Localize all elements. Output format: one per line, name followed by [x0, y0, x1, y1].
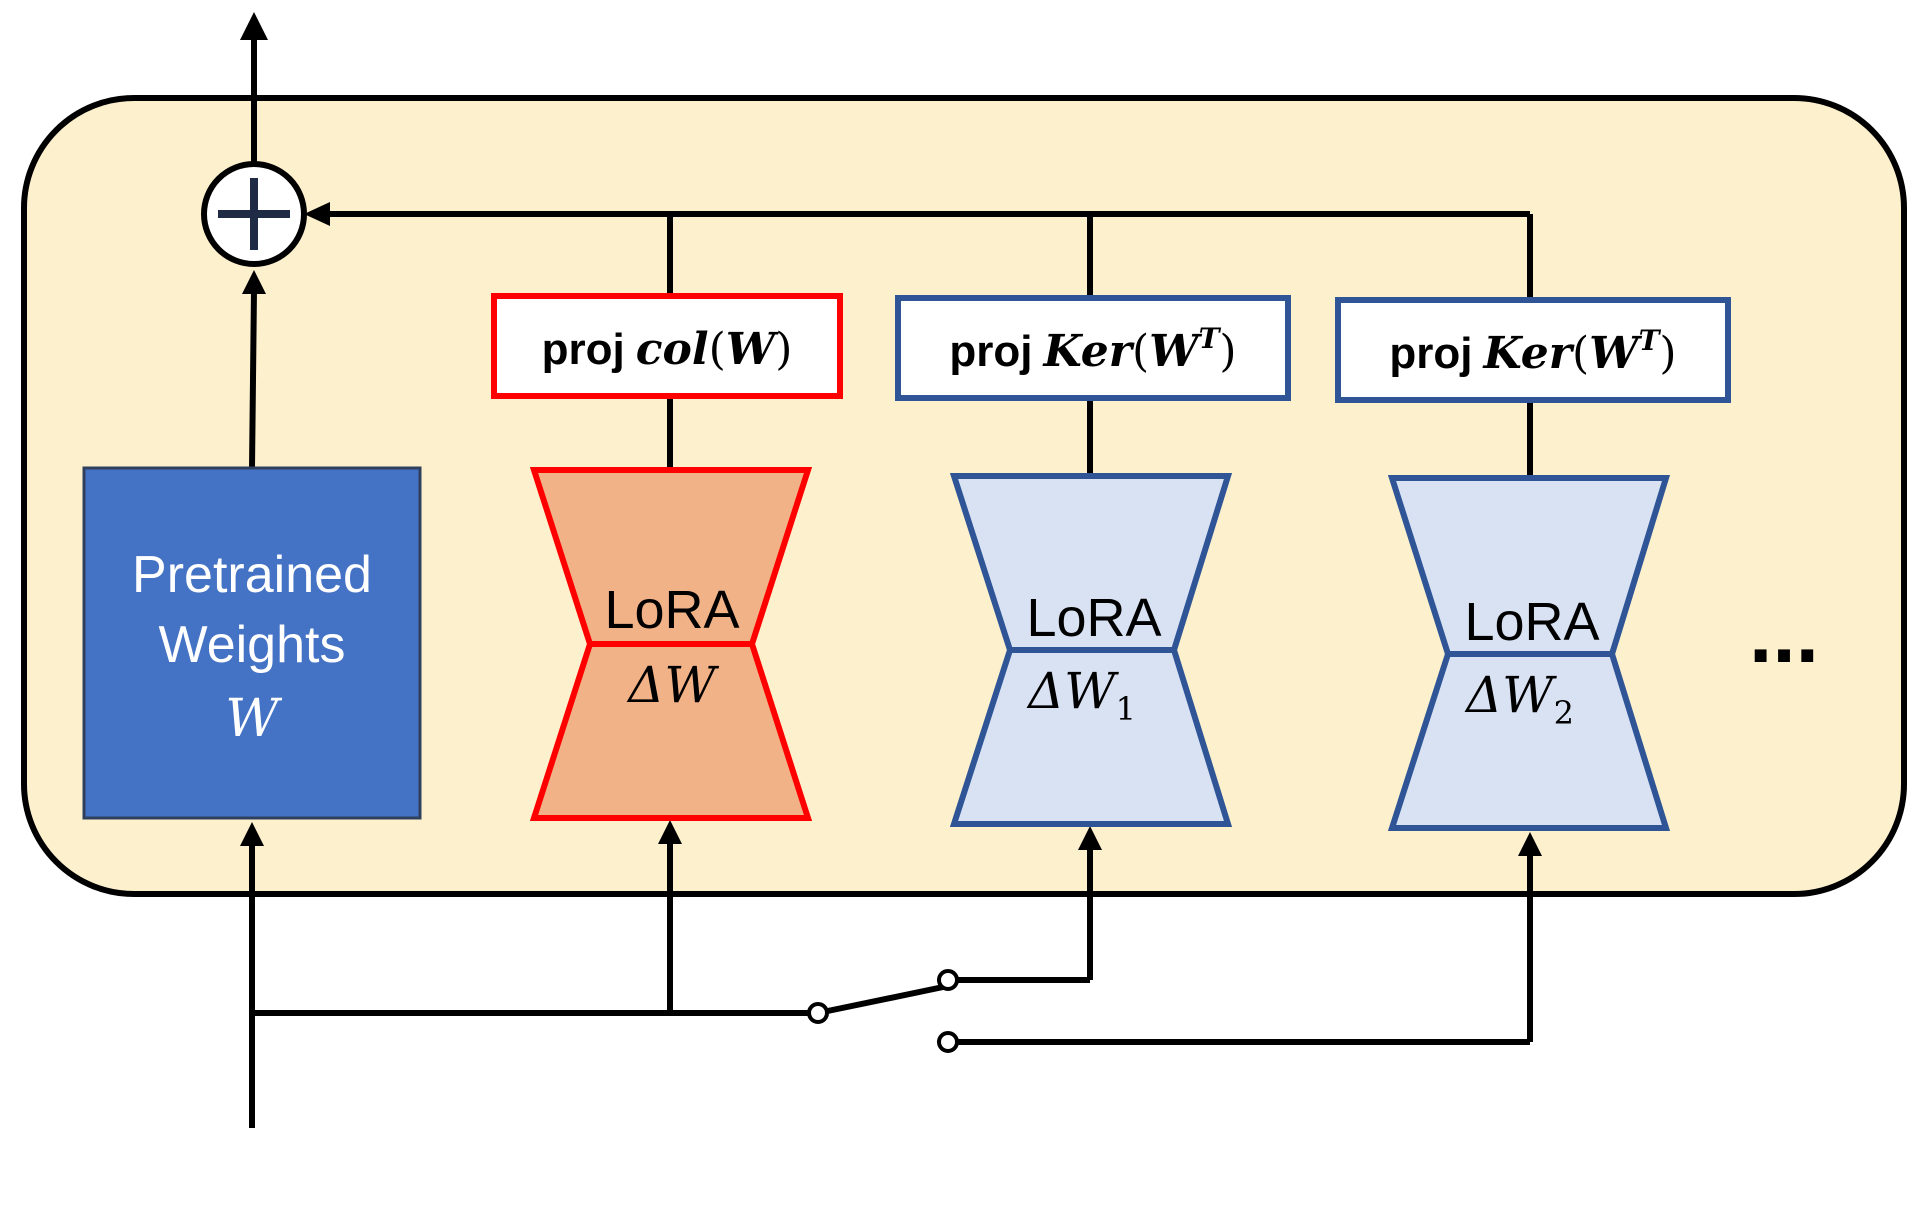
- svg-text:ΔW: ΔW: [626, 656, 719, 714]
- arrow-into-lora-1: [1078, 826, 1102, 850]
- lora-1-label: LoRA: [1026, 588, 1161, 648]
- switch-contact-1: [937, 969, 959, 991]
- pretrained-to-adder: [249, 289, 257, 469]
- lora-block-2: LoRA ΔW2: [1387, 475, 1671, 831]
- proj-2-arg: W: [1589, 328, 1643, 379]
- lora-2-delta: ΔW: [1464, 666, 1557, 724]
- lora-2-label: LoRA: [1464, 592, 1599, 652]
- svg-text:proj col(W): proj col(W): [542, 324, 793, 375]
- proj-main-op: col: [636, 324, 709, 375]
- proj-2-sup: T: [1639, 324, 1662, 357]
- pretrained-symbol: W: [225, 689, 282, 749]
- proj-main-arg: W: [726, 324, 780, 375]
- proj-1-prefix: proj: [949, 327, 1032, 376]
- lora-block-main: LoRA ΔW: [529, 467, 813, 821]
- arrow-into-pretrained: [240, 822, 264, 846]
- proj-box-main: proj col(W): [491, 293, 843, 399]
- pretrained-label-line2: Weights: [159, 616, 346, 674]
- proj-1-op: Ker: [1042, 326, 1135, 377]
- pretrained-weights-block: Pretrained Weights W: [82, 466, 422, 820]
- svg-text:ΔW1: ΔW1: [1026, 662, 1136, 728]
- lora-2-sub: 2: [1554, 694, 1574, 732]
- output-arrow: [240, 12, 268, 40]
- lora-1-delta: ΔW: [1026, 662, 1119, 720]
- proj-1-sup: T: [1199, 322, 1222, 355]
- arrow-into-adder: [242, 270, 266, 294]
- svg-text:ΔW2: ΔW2: [1464, 666, 1574, 732]
- svg-text:proj Ker(WT): proj Ker(WT): [1389, 324, 1676, 379]
- arrow-top-bus-into-adder: [304, 202, 330, 226]
- proj-box-2: proj Ker(WT): [1335, 297, 1731, 403]
- proj-box-1: proj Ker(WT): [895, 295, 1291, 401]
- proj-1-arg: W: [1149, 326, 1203, 377]
- arrow-into-lora-main: [658, 820, 682, 844]
- pretrained-label-line1: Pretrained: [132, 546, 372, 604]
- ellipsis: ...: [1749, 586, 1819, 680]
- lora-main-delta: ΔW: [626, 656, 719, 714]
- lora-main-label: LoRA: [604, 580, 739, 640]
- proj-2-op: Ker: [1482, 328, 1575, 379]
- arrow-into-lora-2: [1518, 832, 1542, 856]
- switch-contact-2: [937, 1031, 959, 1053]
- switch-lever: [817, 983, 949, 1016]
- switch-pivot: [807, 1002, 829, 1024]
- adder-node: [201, 161, 307, 267]
- lora-1-sub: 1: [1116, 690, 1136, 728]
- svg-text:proj Ker(WT): proj Ker(WT): [949, 322, 1236, 377]
- lora-block-1: LoRA ΔW1: [949, 473, 1233, 827]
- proj-main-prefix: proj: [542, 325, 625, 374]
- proj-2-prefix: proj: [1389, 329, 1472, 378]
